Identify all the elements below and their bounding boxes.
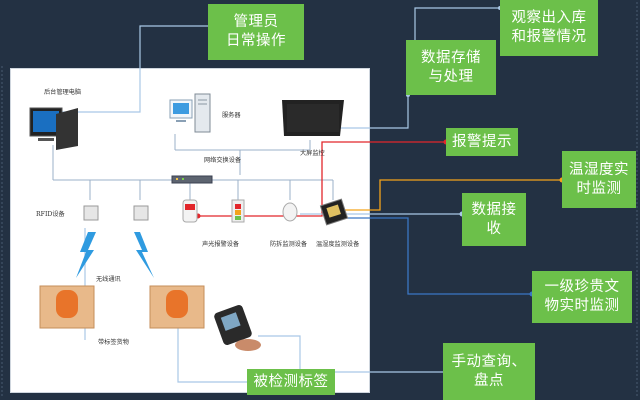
temp-humidity-sensor-icon (319, 198, 349, 226)
callout-monitor-report: 观察出入库 和报警情况 (500, 0, 598, 56)
backend-pc-label: 后台管理电脑 (44, 89, 82, 96)
handheld-scanner-icon (214, 305, 261, 351)
switch-icon (171, 175, 213, 184)
callout-manual-check: 手动查询、 盘点 (443, 343, 535, 400)
desktop-computer-icon (29, 107, 78, 150)
rfid-reader-icon (83, 205, 149, 221)
tagged-box-icon (39, 285, 205, 329)
tagged-goods-label: 带标签货物 (98, 339, 129, 346)
lightning-signal-icon (76, 232, 154, 278)
server-tower-icon (169, 93, 211, 133)
anti-tamper-sensor-icon (231, 199, 245, 223)
network-switch-label: 网络交换设备 (204, 157, 242, 164)
callout-data-receive: 数据接 收 (462, 193, 526, 246)
rfid-device-label: RFID设备 (36, 211, 65, 218)
callout-admin-ops: 管理员 日常操作 (208, 4, 304, 60)
callout-treasure-monitor: 一级珍贵文 物实时监测 (532, 271, 632, 323)
callout-storage: 数据存储 与处理 (406, 40, 496, 95)
temp-humidity-device-label: 温湿度监测设备 (316, 241, 360, 248)
alarm-light-icon (182, 199, 198, 223)
tamper-disc-icon (282, 202, 298, 222)
callout-detected-tag: 被检测标签 (247, 369, 335, 395)
big-screen-label: 大屏监控 (300, 150, 325, 157)
server-label: 服务器 (222, 112, 241, 119)
callout-alarm: 报警提示 (446, 128, 518, 156)
anti-tamper-label: 防拆监测设备 (270, 241, 308, 248)
wireless-label: 无线通讯 (96, 276, 121, 283)
monitor-icon (282, 100, 344, 136)
callout-temp-humidity: 温湿度实 时监测 (562, 151, 636, 208)
sound-light-alarm-label: 声光报警设备 (202, 241, 240, 248)
